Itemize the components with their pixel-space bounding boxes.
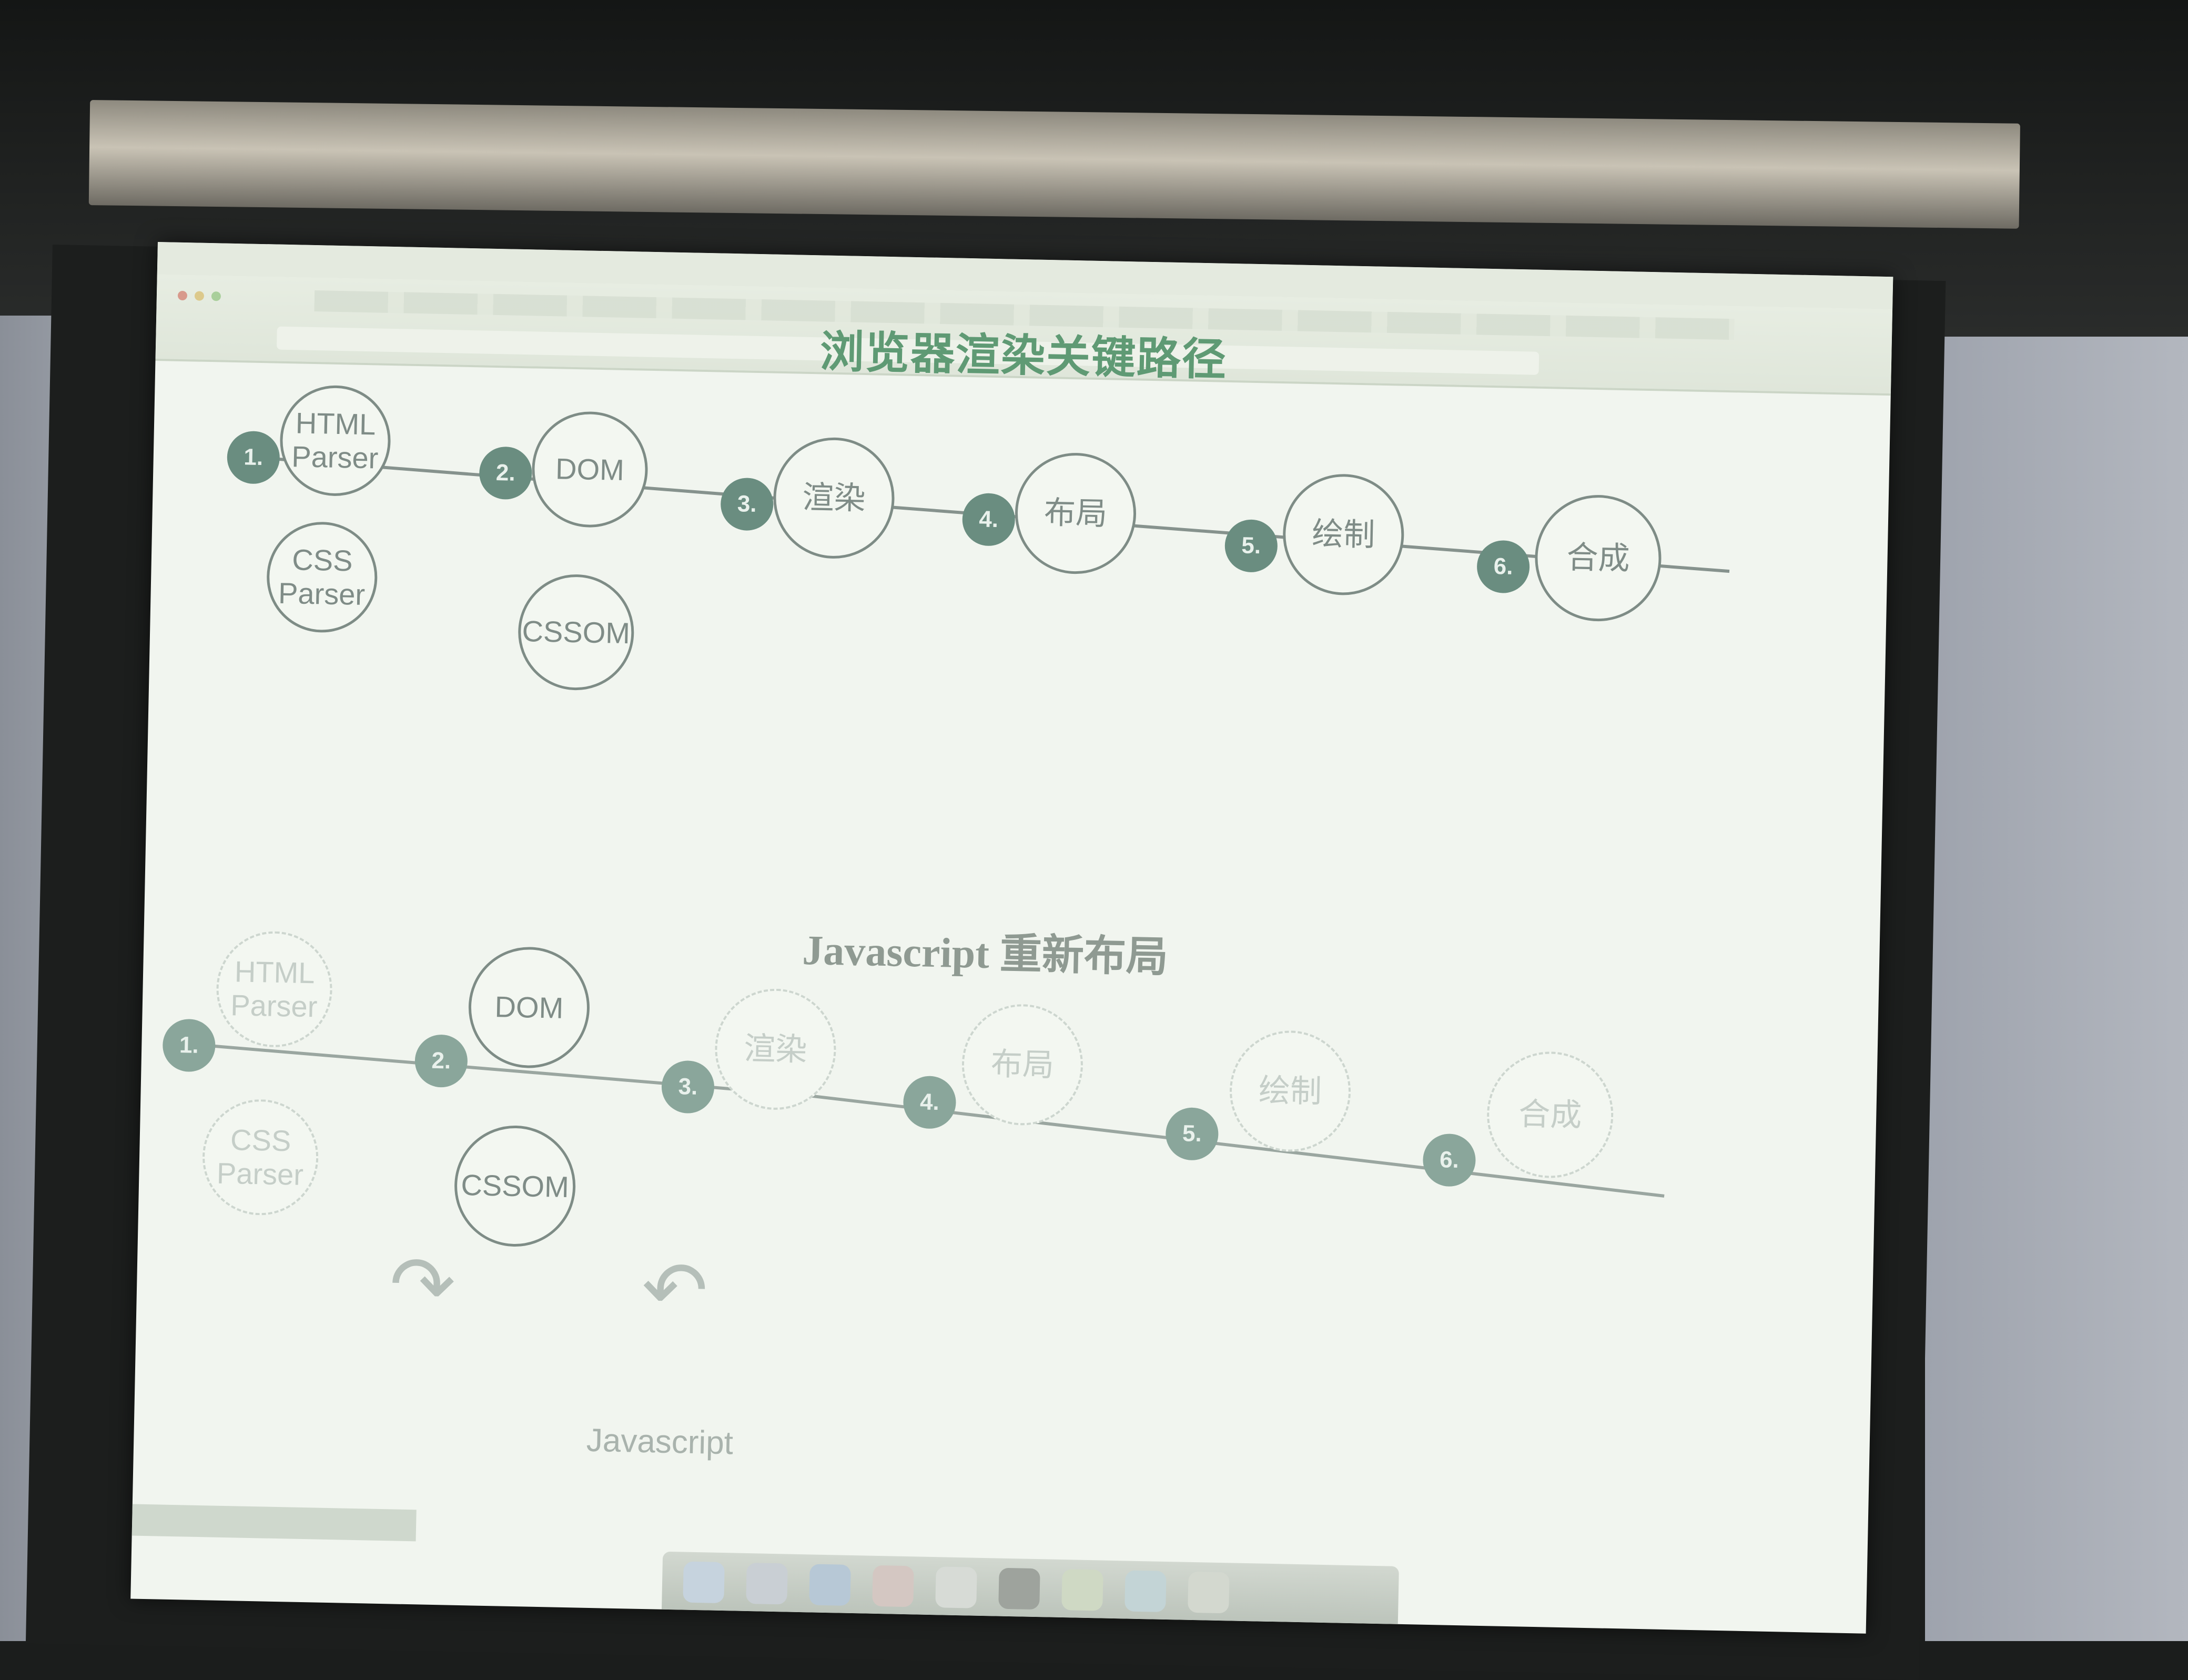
safari-icon[interactable] [809, 1564, 851, 1606]
photos-icon[interactable] [935, 1566, 977, 1608]
minimize-traffic-light-icon[interactable] [194, 291, 205, 301]
app-icon[interactable] [1125, 1570, 1167, 1612]
status-bar [131, 1504, 417, 1542]
notes-icon[interactable] [1188, 1571, 1230, 1614]
arrow-curved-up-icon: ↶ [641, 1244, 709, 1335]
terminal-icon[interactable] [998, 1567, 1040, 1610]
section2-title: Javascript 重新布局 [802, 927, 1169, 981]
launchpad-icon[interactable] [746, 1562, 788, 1605]
arrow-curved-right-icon: ↷ [388, 1240, 457, 1330]
projected-browser-window: 浏览器渲染关键路径 HTML Parser CSS Parser DOM CSS… [130, 242, 1893, 1634]
mail-icon[interactable] [872, 1565, 914, 1607]
finder-icon[interactable] [683, 1561, 725, 1604]
close-traffic-light-icon[interactable] [177, 290, 188, 301]
javascript-label: Javascript [586, 1422, 734, 1462]
maximize-traffic-light-icon[interactable] [211, 291, 221, 301]
slide: 浏览器渲染关键路径 HTML Parser CSS Parser DOM CSS… [130, 325, 1891, 1634]
chrome-icon[interactable] [1061, 1569, 1103, 1611]
right-wall [1925, 337, 2188, 1641]
